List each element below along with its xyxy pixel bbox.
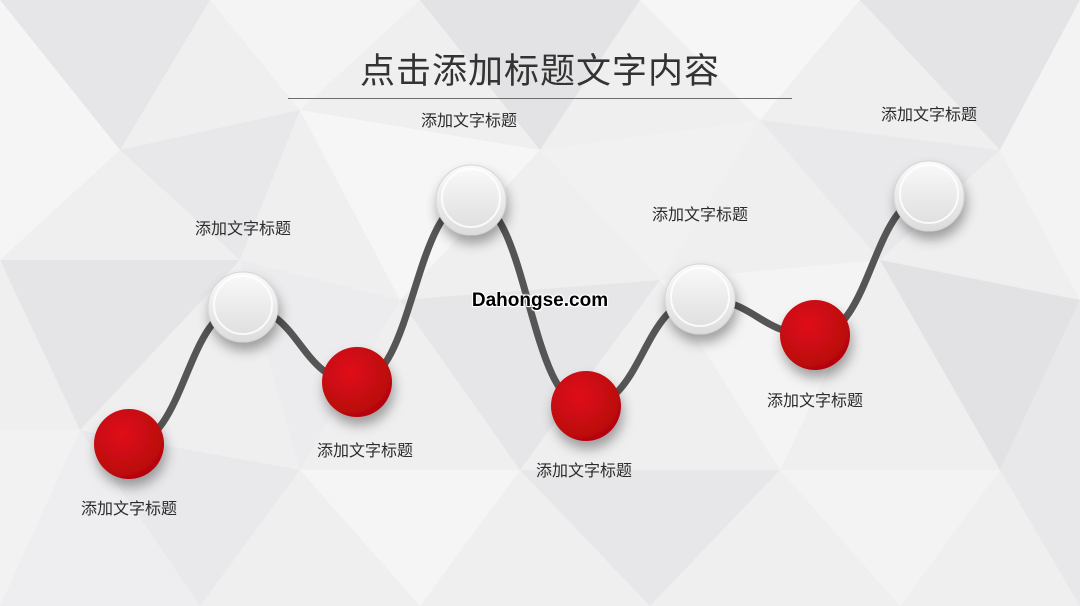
timeline-label-5: 添加文字标题 <box>535 461 632 480</box>
slide-title: 点击添加标题文字内容 <box>359 52 720 92</box>
timeline-node-2-white <box>207 271 279 343</box>
timeline-node-5-red <box>551 371 621 441</box>
title-divider <box>288 98 792 99</box>
timeline-node-2-rim <box>213 275 273 335</box>
timeline-node-3-red <box>322 347 392 417</box>
timeline-label-6: 添加文字标题 <box>651 205 748 224</box>
timeline-node-4-rim <box>441 168 501 228</box>
timeline-label-1: 添加文字标题 <box>80 499 177 518</box>
timeline-label-2: 添加文字标题 <box>194 219 291 238</box>
timeline-label-3: 添加文字标题 <box>316 441 413 460</box>
timeline-label-4: 添加文字标题 <box>420 111 517 130</box>
watermark-text: Dahongse.com <box>471 290 609 311</box>
timeline-node-1-red <box>94 409 164 479</box>
timeline-node-6-rim <box>670 267 730 327</box>
timeline-label-8: 添加文字标题 <box>880 105 977 124</box>
timeline-node-6-white <box>664 263 736 335</box>
timeline-node-4-white <box>435 164 507 236</box>
timeline-node-7-red <box>780 300 850 370</box>
timeline-node-8-rim <box>899 164 959 224</box>
timeline-label-7: 添加文字标题 <box>766 391 863 410</box>
timeline-node-8-white <box>893 160 965 232</box>
